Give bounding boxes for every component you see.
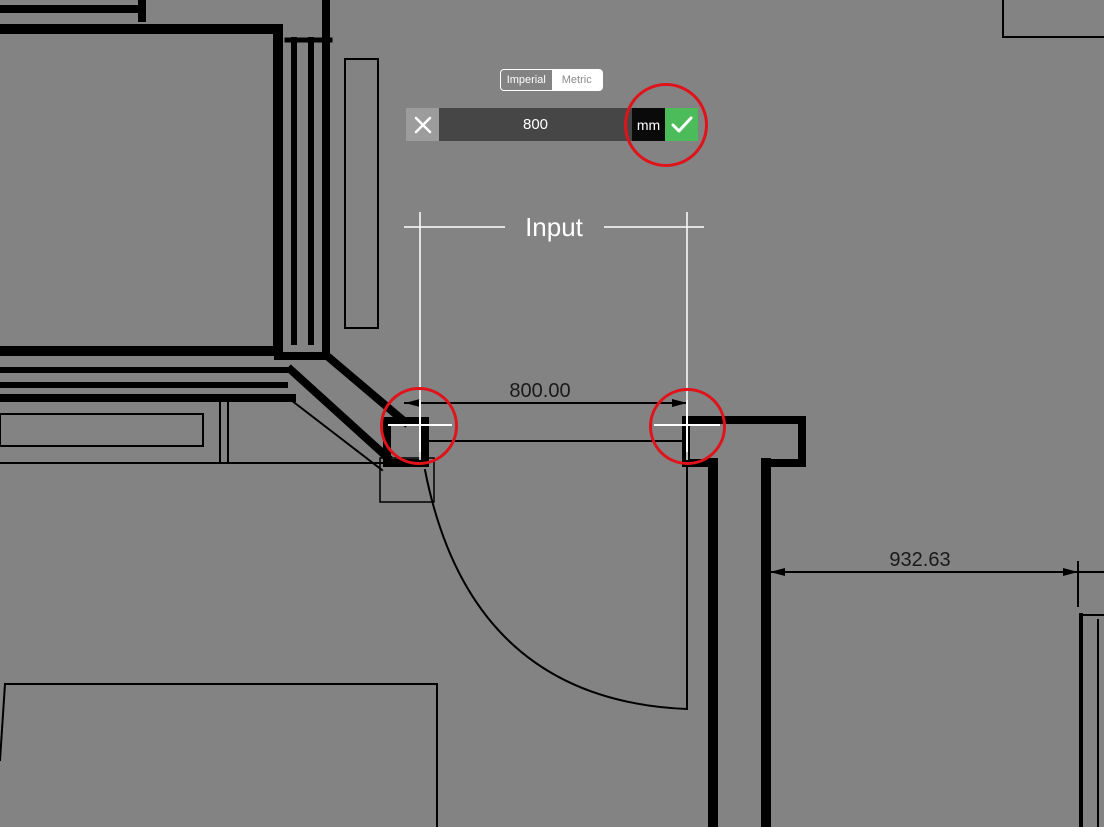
door-swing-arc — [423, 468, 689, 711]
dimension-arrow — [770, 568, 785, 576]
wall-segment — [285, 395, 384, 472]
measurement-input-bar: mm — [406, 108, 698, 141]
close-icon — [414, 116, 431, 133]
table-outline — [0, 682, 7, 762]
wall-segment — [320, 349, 411, 428]
cabinet-outline — [344, 58, 379, 329]
dimension-arrow — [672, 399, 687, 407]
dimension-arrow — [405, 399, 420, 407]
dimension-label-room: 932.63 — [889, 549, 951, 571]
dimension-arrow — [1063, 568, 1078, 576]
counter-outline — [0, 413, 204, 447]
unit-option-metric[interactable]: Metric — [551, 70, 602, 90]
door-frame — [379, 457, 435, 503]
wall-segment — [285, 364, 393, 463]
measurement-value-input[interactable] — [439, 108, 632, 141]
unit-selector[interactable]: mm — [632, 108, 665, 141]
input-caption: Input — [525, 212, 583, 242]
confirm-button[interactable] — [665, 108, 698, 141]
table-outline — [4, 683, 438, 827]
dimension-label-door: 800.00 — [509, 380, 571, 402]
cancel-button[interactable] — [406, 108, 439, 141]
unit-system-toggle[interactable]: Imperial Metric — [500, 69, 603, 91]
checkmark-icon — [671, 116, 692, 132]
unit-option-imperial[interactable]: Imperial — [506, 74, 546, 86]
